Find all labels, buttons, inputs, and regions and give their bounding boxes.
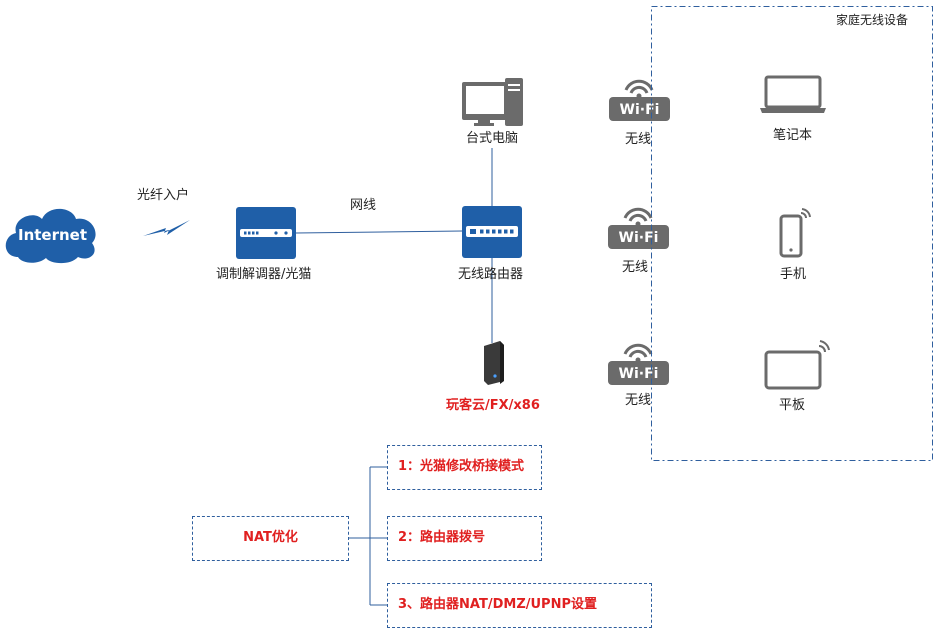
- cable-label: 网线: [350, 198, 377, 213]
- nat-title-box: [192, 516, 349, 561]
- lightning-icon: [143, 220, 190, 236]
- nat-item: 3、路由器NAT/DMZ/UPNP设置: [398, 597, 597, 612]
- nas-server-icon: [484, 341, 504, 385]
- internet-cloud-icon: [5, 208, 96, 264]
- wifi-icon: Wi·Fi: [608, 343, 669, 385]
- wifi-label: 无线: [622, 260, 649, 275]
- desktop-label: 台式电脑: [466, 131, 519, 146]
- device-label-tablet: 平板: [779, 398, 806, 413]
- desktop-icon: [462, 78, 523, 126]
- wifi-label: 无线: [625, 132, 652, 147]
- router-icon: [462, 206, 522, 258]
- modem-label: 调制解调器/光猫: [216, 267, 312, 282]
- modem-icon: [236, 207, 296, 259]
- wifi-text: Wi·Fi: [620, 102, 660, 118]
- server-label: 玩客云/FX/x86: [446, 398, 540, 413]
- laptop-icon: [760, 75, 826, 113]
- device-label-laptop: 笔记本: [773, 128, 813, 143]
- home-devices-group: [651, 6, 933, 461]
- wifi-label: 无线: [625, 393, 652, 408]
- nat-item: 1：光猫修改桥接模式: [398, 459, 525, 474]
- nat-item-box: [387, 583, 652, 628]
- cable-line: [295, 230, 463, 234]
- fiber-label: 光纤入户: [137, 188, 190, 203]
- device-label-phone: 手机: [780, 267, 807, 282]
- wifi-icon: Wi·Fi: [609, 79, 670, 121]
- wifi-text: Wi·Fi: [619, 366, 659, 382]
- phone-icon: [779, 208, 811, 258]
- wifi-text: Wi·Fi: [619, 230, 659, 246]
- nat-item-box: [387, 516, 542, 561]
- router-label: 无线路由器: [458, 267, 524, 282]
- internet-label: Internet: [18, 226, 88, 244]
- tablet-icon: [764, 340, 830, 390]
- nat-item: 2：路由器拨号: [398, 530, 486, 545]
- nat-connector: [349, 466, 387, 606]
- wifi-icon: Wi·Fi: [608, 207, 669, 249]
- nat-title: NAT优化: [243, 530, 298, 545]
- nat-item-box: [387, 445, 542, 490]
- home-group-title: 家庭无线设备: [836, 13, 909, 27]
